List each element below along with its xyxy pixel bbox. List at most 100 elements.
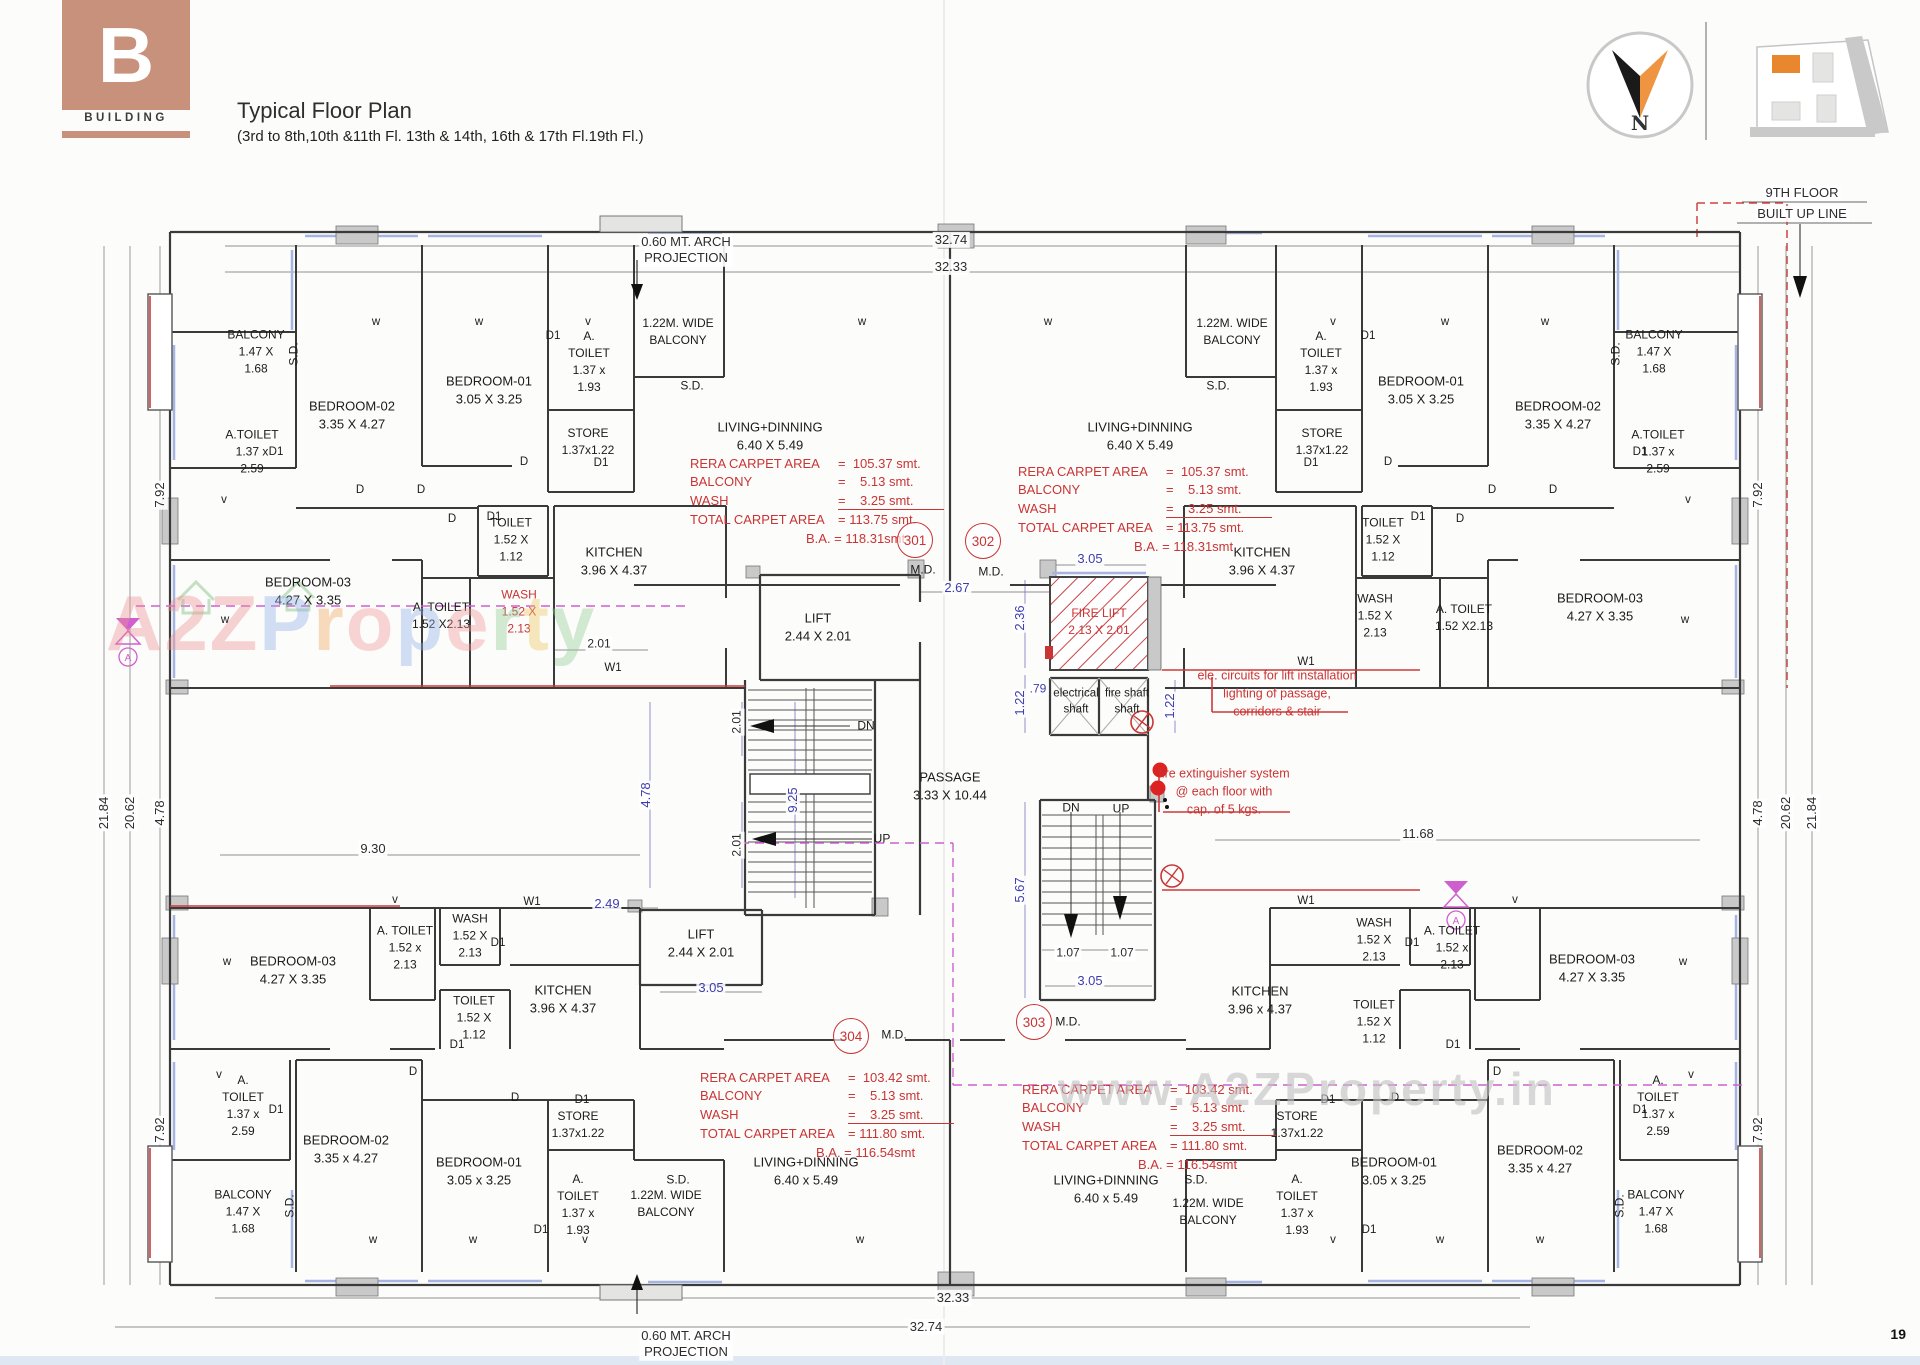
section-marker-a-right: A (1442, 881, 1470, 930)
label-sd: S.D. (282, 1194, 297, 1218)
watermark-house-icon (176, 579, 316, 615)
dim-2-67: 2.67 (942, 579, 972, 596)
label-w1: W1 (604, 661, 622, 674)
room-a-toilet-301a: A.TOILET 1.37 x 2.59 (225, 427, 279, 476)
area-row-value: = 3.25 smt. (848, 1107, 954, 1124)
dim-1-07: 1.07 (1108, 945, 1136, 961)
marker-w: w (1440, 315, 1450, 328)
label-dn: DN (857, 718, 875, 733)
room-toilet-301: TOILET 1.52 X 1.12 (490, 515, 532, 564)
area-statement-unit-303: RERA CARPET AREA= 103.42 smt.BALCONY= 5.… (1022, 1082, 1276, 1173)
label-sd: S.D. (1206, 378, 1230, 393)
marker-v: v (585, 315, 591, 328)
area-ba-value: B.A. = 118.31smt (806, 530, 906, 546)
north-label: N (1631, 111, 1649, 135)
marker-d1: D1 (486, 510, 502, 523)
marker-w: w (474, 315, 484, 328)
marker-d1: D1 (593, 456, 609, 469)
marker-d1: D1 (1632, 1103, 1648, 1116)
room-wash-303: WASH 1.52 X 2.13 (1356, 915, 1392, 964)
room-toilet-304: TOILET 1.52 X 1.12 (453, 993, 495, 1042)
room-bedroom-02-302: BEDROOM-02 3.35 X 4.27 (1515, 398, 1601, 432)
page-subtitle: (3rd to 8th,10th &11th Fl. 13th & 14th, … (237, 128, 644, 145)
marker-w: w (220, 613, 230, 626)
room-bedroom-02-301: BEDROOM-02 3.35 X 4.27 (309, 398, 395, 432)
marker-d: D (1492, 1065, 1502, 1078)
room-bedroom-02-303: BEDROOM-02 3.35 x 4.27 (1497, 1142, 1583, 1176)
room-a-toilet-301b: A. TOILET 1.37 x 1.93 (568, 328, 610, 395)
room-bedroom-03-302: BEDROOM-03 4.27 X 3.35 (1557, 590, 1643, 624)
room-balcony-302: BALCONY 1.47 X 1.68 (1625, 327, 1683, 376)
marker-d1: D1 (449, 1038, 465, 1051)
unit-number-302: 302 (965, 523, 1001, 559)
marker-w: w (468, 1233, 478, 1246)
area-row-value: = 105.37 smt. (838, 456, 921, 471)
room-a-toilet-303b: A. TOILET 1.37 x 1.93 (1276, 1171, 1318, 1238)
svg-text:A: A (125, 653, 132, 664)
label-md: M.D. (910, 562, 936, 577)
label-md: M.D. (881, 1027, 907, 1042)
room-a-toilet-303a: A. TOILET 1.37 x 2.59 (1637, 1072, 1679, 1139)
dim-3-05: 3.05 (1075, 972, 1105, 989)
logo-underline (62, 131, 190, 138)
area-statement-unit-302: RERA CARPET AREA= 105.37 smt.BALCONY= 5.… (1018, 464, 1272, 555)
room-bedroom-01-303: BEDROOM-01 3.05 x 3.25 (1351, 1154, 1437, 1188)
page-number: 19 (1890, 1326, 1906, 1342)
area-row: RERA CARPET AREA= 103.42 smt. (1022, 1082, 1276, 1098)
area-row-value: = 103.42 smt. (1170, 1082, 1253, 1097)
room-kitchen-304: KITCHEN 3.96 X 4.37 (529, 982, 597, 1016)
marker-w: w (1043, 315, 1053, 328)
area-statement-unit-301: RERA CARPET AREA= 105.37 smt.BALCONY= 5.… (690, 456, 944, 547)
room-store-303: STORE 1.37x1.22 (1270, 1108, 1324, 1140)
room-a-toilet-304a: A. TOILET 1.37 x 2.59 (222, 1072, 264, 1139)
area-row-value: = 3.25 smt. (1170, 1119, 1276, 1136)
dim-32-33-top: 32.33 (932, 258, 970, 276)
room-balcony-304: BALCONY 1.47 X 1.68 (214, 1187, 272, 1236)
dim-0-79: .79 (1027, 681, 1049, 696)
dim-1-07: 1.07 (1054, 945, 1082, 961)
room-a-toilet-302b: A. TOILET 1.37 x 1.93 (1300, 328, 1342, 395)
marker-d: D (1487, 483, 1497, 496)
room-living-303: LIVING+DINNING 6.40 x 5.49 (1053, 1172, 1159, 1206)
label-up: UP (1112, 801, 1130, 816)
room-wash-304: WASH 1.52 X 2.13 (452, 911, 488, 960)
dim-21-84: 21.84 (95, 794, 113, 832)
marker-v: v (1688, 1068, 1694, 1081)
area-row-label: WASH (700, 1106, 739, 1122)
marker-d1: D1 (1445, 1038, 1461, 1051)
marker-d: D (519, 455, 529, 468)
area-ba-value: B.A. = 116.54smt (816, 1144, 916, 1160)
marker-d1: D1 (574, 1093, 590, 1106)
room-balcony-301: BALCONY 1.47 X 1.68 (227, 327, 285, 376)
area-row: TOTAL CARPET AREA= 111.80 smt. (1022, 1138, 1276, 1154)
stair-arrows (750, 719, 1127, 938)
note-built-up-line: BUILT UP LINE (1755, 205, 1849, 223)
dim-7-92: 7.92 (151, 480, 169, 510)
marker-d1: D1 (268, 445, 284, 458)
marker-v: v (1330, 1233, 1336, 1246)
area-row: WASH = 3.25 smt. (700, 1107, 954, 1124)
area-row: RERA CARPET AREA= 105.37 smt. (1018, 464, 1272, 480)
label-sd: S.D. (1184, 1172, 1208, 1187)
area-row-label: TOTAL CARPET AREA (700, 1126, 835, 1142)
marker-v: v (1685, 493, 1691, 506)
marker-d: D (1548, 483, 1558, 496)
marker-v: v (221, 493, 227, 506)
room-toilet-302: TOILET 1.52 X 1.12 (1362, 515, 1404, 564)
note-fire-extinguisher: fire extinguisher system @ each floor wi… (1158, 766, 1290, 816)
key-plan-highlight-building-b (1772, 55, 1800, 73)
room-a-toilet-304b: A. TOILET 1.37 x 1.93 (557, 1171, 599, 1238)
dim-4-78: 4.78 (637, 780, 654, 810)
area-row-label: RERA CARPET AREA (690, 456, 820, 471)
note-9th-floor: 9TH FLOOR (1763, 184, 1841, 202)
room-a-toilet-301c: A. TOILET 1.52 X2.13 (411, 599, 471, 631)
dim-1-22: 1.22 (1161, 691, 1178, 721)
dim-2-36: 2.36 (1011, 603, 1028, 633)
area-row-value: = 5.13 smt. (1166, 482, 1242, 498)
marker-d1: D1 (1360, 329, 1376, 342)
room-wash-301: WASH 1.52 X 2.13 (501, 587, 537, 636)
arch-projection-bottom (599, 1274, 683, 1314)
